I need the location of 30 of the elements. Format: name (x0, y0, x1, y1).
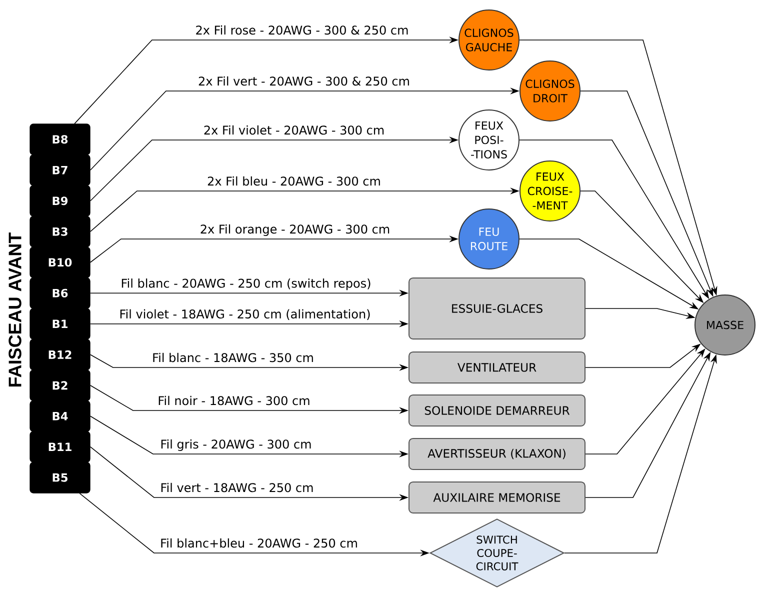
edge-label: Fil blanc - 20AWG - 250 cm (switch repos) (122, 278, 370, 290)
pin-box: B4 (30, 400, 90, 432)
component-box: SOLENOIDE DEMARREUR (408, 394, 586, 426)
pin-box: B2 (30, 370, 90, 402)
edge-label: Fil noir - 18AWG - 300 cm (158, 396, 310, 406)
pin-box: B1 (30, 308, 90, 340)
pin-box: B3 (30, 216, 90, 248)
pin-box: B9 (30, 185, 90, 217)
pin-box: B6 (30, 277, 90, 309)
pin-box: B11 (30, 431, 90, 463)
component-box: AVERTISSEUR (KLAXON) (408, 438, 586, 470)
pin-box: B5 (30, 462, 90, 494)
edge-label: Fil blanc - 18AWG - 350 cm (153, 352, 313, 362)
edge-label: 2x Fil violet - 20AWG - 300 cm (204, 125, 384, 135)
edge-label: Fil blanc+bleu - 20AWG - 250 cm (161, 538, 357, 548)
component-box: AUXILAIRE MEMORISE (408, 482, 586, 514)
component-box: VENTILATEUR (408, 352, 586, 384)
pin-box: B12 (30, 338, 90, 370)
edge-label: Fil vert - 18AWG - 250 cm (161, 482, 313, 492)
edge-label: Fil violet - 18AWG - 250 cm (alimentation) (120, 309, 370, 320)
component-box: ESSUIE-GLACES (408, 278, 586, 340)
edge-label: 2x Fil vert - 20AWG - 300 & 250 cm (198, 76, 409, 86)
edge-label: Fil gris - 20AWG - 300 cm (161, 439, 311, 451)
rotated-heading: FAISCEAU AVANT (8, 232, 22, 386)
pin-box: B7 (30, 154, 90, 186)
pin-box: B10 (30, 246, 90, 278)
edge-label: 2x Fil rose - 20AWG - 300 & 250 cm (196, 25, 408, 35)
edge-label: 2x Fil orange - 20AWG - 300 cm (200, 224, 390, 236)
edge-label: 2x Fil bleu - 20AWG - 300 cm (208, 176, 380, 186)
pin-box: B8 (30, 124, 90, 156)
